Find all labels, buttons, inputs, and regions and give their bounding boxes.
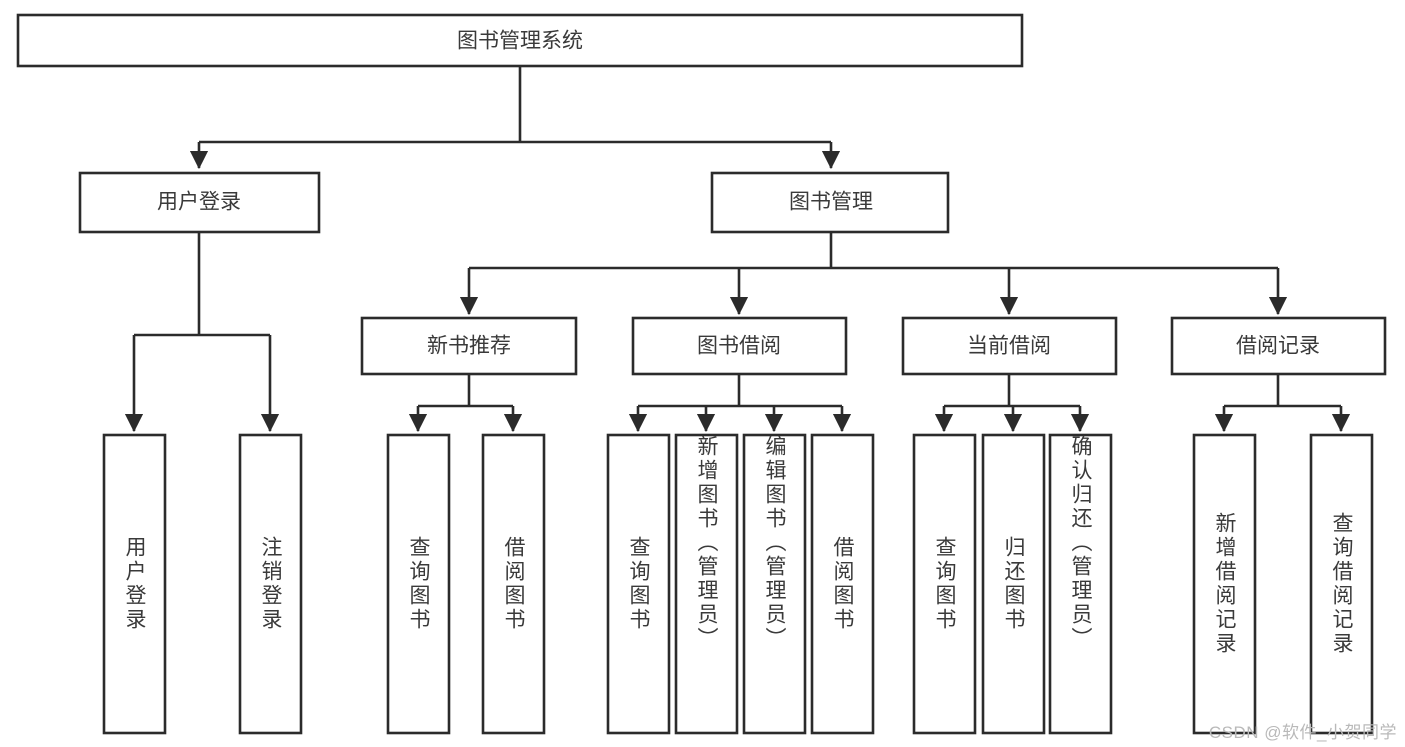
node-leaf-box-4[interactable] [481, 433, 546, 735]
node-book-borrow-label: 图书借阅 [697, 335, 781, 358]
node-leaf-box-2[interactable] [238, 433, 303, 735]
node-user-login[interactable]: 用户登录 [78, 171, 321, 234]
node-book-borrow-box[interactable] [631, 316, 848, 376]
node-leaf-box-6[interactable] [674, 433, 739, 735]
connectors-layer [124, 66, 1351, 433]
node-current-borrow-label: 当前借阅 [967, 335, 1051, 358]
node-new-book-rec[interactable]: 新书推荐 [360, 316, 578, 376]
node-leaf-box-7[interactable] [742, 433, 807, 735]
node-user-login-box[interactable] [78, 171, 321, 234]
node-book-borrow[interactable]: 图书借阅 [631, 316, 848, 376]
node-new-book-rec-label: 新书推荐 [427, 335, 511, 358]
node-current-borrow-box[interactable] [901, 316, 1118, 376]
node-leaf-box-1[interactable] [102, 433, 167, 735]
node-book-manage[interactable]: 图书管理 [710, 171, 950, 234]
node-book-manage-label: 图书管理 [789, 191, 873, 214]
node-leaf-box-10[interactable] [981, 433, 1046, 735]
node-root[interactable]: 图书管理系统 [16, 13, 1024, 68]
node-current-borrow[interactable]: 当前借阅 [901, 316, 1118, 376]
node-user-login-label: 用户登录 [157, 191, 241, 214]
node-new-book-rec-box[interactable] [360, 316, 578, 376]
node-book-manage-box[interactable] [710, 171, 950, 234]
node-root-box[interactable] [16, 13, 1024, 68]
node-borrow-record[interactable]: 借阅记录 [1170, 316, 1387, 376]
node-leaf-box-3[interactable] [386, 433, 451, 735]
node-leaf-box-5[interactable] [606, 433, 671, 735]
node-leaf-box-13[interactable] [1309, 433, 1374, 735]
node-borrow-record-label: 借阅记录 [1236, 335, 1320, 358]
node-leaf-box-11[interactable] [1048, 433, 1113, 735]
csdn-watermark: CSDN @软件_小贺同学 [1208, 723, 1397, 742]
node-leaf-box-8[interactable] [810, 433, 875, 735]
leaf-boxes-layer [102, 433, 1374, 735]
node-root-label: 图书管理系统 [457, 30, 583, 53]
node-borrow-record-box[interactable] [1170, 316, 1387, 376]
node-leaf-box-12[interactable] [1192, 433, 1257, 735]
node-leaf-box-9[interactable] [912, 433, 977, 735]
